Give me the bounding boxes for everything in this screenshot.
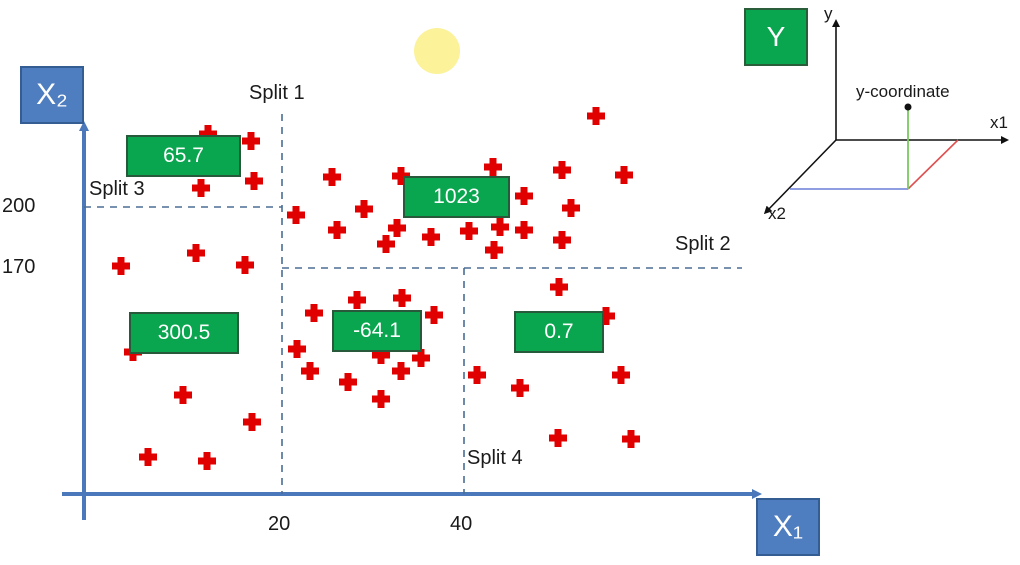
target-y-label-text: Y bbox=[766, 21, 786, 52]
inset-y-label: y bbox=[824, 4, 833, 23]
data-point-marker bbox=[412, 349, 430, 367]
data-point-marker bbox=[377, 235, 395, 253]
data-point-marker bbox=[597, 307, 615, 325]
data-point-marker bbox=[236, 256, 254, 274]
data-point-marker bbox=[199, 125, 217, 143]
data-point-marker bbox=[348, 291, 366, 309]
data-point-marker bbox=[468, 366, 486, 384]
data-point-marker bbox=[187, 244, 205, 262]
inset-3d-axes bbox=[763, 19, 1009, 215]
target-y-label: Y bbox=[744, 8, 808, 66]
leaf-value-box: 1023 bbox=[403, 176, 510, 218]
data-point-marker bbox=[139, 448, 157, 466]
y-tick-170: 170 bbox=[2, 256, 36, 278]
data-point-marker bbox=[388, 219, 406, 237]
data-point-marker bbox=[612, 366, 630, 384]
data-point-marker bbox=[192, 179, 210, 197]
data-point-marker bbox=[485, 241, 503, 259]
leaf-value-box: 65.7 bbox=[126, 135, 241, 177]
data-point-marker bbox=[422, 228, 440, 246]
split-2-label: Split 2 bbox=[675, 233, 731, 255]
data-point-marker bbox=[245, 172, 263, 190]
data-point-marker bbox=[305, 304, 323, 322]
data-point-marker bbox=[392, 167, 410, 185]
data-point-marker bbox=[491, 218, 509, 236]
x2-axis-label-text: X₂ bbox=[36, 78, 68, 111]
data-point-marker bbox=[198, 452, 216, 470]
inset-point bbox=[904, 103, 912, 111]
data-point-marker bbox=[553, 231, 571, 249]
data-markers bbox=[112, 107, 640, 470]
data-point-marker bbox=[425, 306, 443, 324]
data-point-marker bbox=[301, 362, 319, 380]
cursor-highlight bbox=[414, 28, 460, 74]
data-point-marker bbox=[562, 199, 580, 217]
data-point-marker bbox=[287, 206, 305, 224]
x1-axis-label: X₁ bbox=[756, 498, 820, 556]
leaf-value-box: 0.7 bbox=[514, 311, 604, 353]
leaf-value-text: 300.5 bbox=[157, 321, 211, 344]
data-point-marker bbox=[553, 161, 571, 179]
split-4-label: Split 4 bbox=[467, 447, 523, 469]
data-point-marker bbox=[622, 430, 640, 448]
data-point-marker bbox=[511, 379, 529, 397]
split-3-label: Split 3 bbox=[89, 178, 145, 200]
data-point-marker bbox=[587, 107, 605, 125]
data-point-marker bbox=[112, 257, 130, 275]
data-point-marker bbox=[515, 221, 533, 239]
leaf-value-text: 1023 bbox=[433, 185, 480, 208]
data-point-marker bbox=[339, 373, 357, 391]
data-point-marker bbox=[242, 132, 260, 150]
data-point-marker bbox=[372, 346, 390, 364]
leaf-value-box: 300.5 bbox=[129, 312, 239, 354]
x2-axis-label: X₂ bbox=[20, 66, 84, 124]
leaf-value-box: -64.1 bbox=[332, 310, 422, 352]
x-tick-20: 20 bbox=[268, 513, 291, 535]
data-point-marker bbox=[550, 278, 568, 296]
data-point-marker bbox=[392, 362, 410, 380]
data-point-marker bbox=[372, 390, 390, 408]
x1-axis-label-text: X₁ bbox=[772, 510, 804, 543]
data-point-marker bbox=[549, 429, 567, 447]
leaf-value-text: 65.7 bbox=[163, 144, 204, 167]
data-point-marker bbox=[615, 166, 633, 184]
leaf-value-text: -64.1 bbox=[353, 319, 401, 342]
data-point-marker bbox=[515, 187, 533, 205]
data-point-marker bbox=[460, 222, 478, 240]
data-point-marker bbox=[393, 289, 411, 307]
data-point-marker bbox=[323, 168, 341, 186]
data-point-marker bbox=[288, 340, 306, 358]
x-tick-40: 40 bbox=[450, 513, 473, 535]
split-1-label: Split 1 bbox=[249, 82, 305, 104]
inset-red-projection bbox=[907, 139, 959, 190]
inset-x2-label: x2 bbox=[768, 204, 786, 223]
y-tick-200: 200 bbox=[2, 195, 36, 217]
data-point-marker bbox=[243, 413, 261, 431]
data-point-marker bbox=[328, 221, 346, 239]
data-point-marker bbox=[484, 158, 502, 176]
data-point-marker bbox=[174, 386, 192, 404]
inset-x1-label: x1 bbox=[990, 113, 1008, 132]
inset-point-label: y-coordinate bbox=[856, 82, 950, 101]
data-point-marker bbox=[355, 200, 373, 218]
inset-x2-axis bbox=[763, 139, 837, 215]
leaf-value-text: 0.7 bbox=[544, 320, 574, 343]
